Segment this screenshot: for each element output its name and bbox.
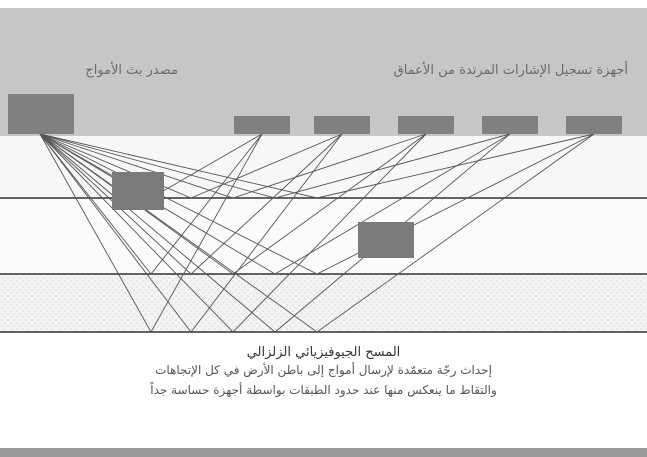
ray-path [39, 133, 427, 275]
receiver-box [482, 116, 538, 134]
receiver-box [566, 116, 622, 134]
ray-path [39, 133, 511, 199]
subsurface-block-upper [112, 172, 164, 210]
ray-path [39, 133, 427, 333]
caption: المسح الجيوفيزيائي الزلزالي إحداث رجّة م… [0, 345, 647, 400]
receivers-label: أجهزة تسجيل الإشارات المرتدة من الأعماق [393, 63, 628, 78]
dotted-layer [0, 274, 647, 332]
ray-path [39, 133, 595, 199]
caption-line-1: إحداث رجّة متعمّدة لإرسال أمواج إلى باطن… [155, 363, 492, 377]
wave-source-box [8, 94, 74, 134]
ray-path [39, 133, 343, 199]
bottom-bar [0, 448, 647, 457]
receiver-box [398, 116, 454, 134]
surface-band [0, 8, 647, 136]
ray-path [39, 133, 263, 333]
receiver-box [314, 116, 370, 134]
wave-source-label: مصدر بث الأمواج [85, 63, 178, 78]
middle-layer [0, 198, 647, 274]
ray-path [39, 133, 343, 275]
ray-path [39, 133, 263, 275]
receiver-box [234, 116, 290, 134]
ray-path [39, 133, 343, 333]
caption-line-2: والتقاط ما ينعكس منها عند حدود الطبقات ب… [150, 383, 497, 397]
caption-title: المسح الجيوفيزيائي الزلزالي [246, 345, 401, 360]
subsurface-block-lower [358, 222, 414, 258]
ray-path [39, 133, 427, 199]
